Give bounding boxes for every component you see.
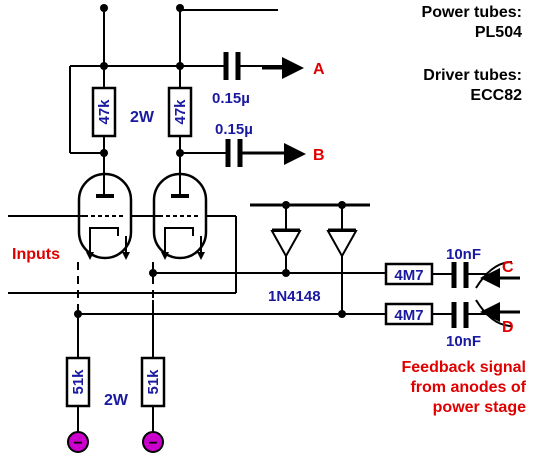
anode-resistor-right: 47k bbox=[167, 86, 193, 138]
negative-supply-left: − bbox=[67, 431, 89, 453]
coupling-capacitor-b bbox=[180, 139, 306, 167]
cap-b-label: 0.15µ bbox=[215, 121, 253, 138]
cathode-resistor-left: 51k bbox=[65, 314, 91, 432]
top-rails bbox=[69, 4, 278, 154]
negative-supply-right: − bbox=[142, 431, 164, 453]
inputs-label: Inputs bbox=[12, 246, 60, 263]
feedback-cap-d-label: 10nF bbox=[446, 333, 481, 350]
feedback-resistor-c-label: 4M7 bbox=[394, 267, 423, 284]
cap-a-label: 0.15µ bbox=[212, 90, 250, 107]
driver-tube-right bbox=[152, 172, 208, 260]
driver-tube-left bbox=[77, 172, 133, 260]
diode-part-label: 1N4148 bbox=[268, 288, 321, 305]
input-c-label: C bbox=[502, 259, 514, 276]
cathode-resistor-power-label: 2W bbox=[104, 392, 129, 409]
driver-tubes-value: ECC82 bbox=[470, 87, 522, 104]
power-tubes-title: Power tubes: bbox=[422, 4, 522, 21]
anode-resistor-left: 47k bbox=[91, 86, 117, 138]
supply-symbol-right: − bbox=[148, 435, 157, 452]
feedback-capacitor-d bbox=[432, 299, 520, 328]
output-b-label: B bbox=[313, 147, 325, 164]
feedback-capacitor-c bbox=[432, 261, 520, 289]
feedback-line-3: power stage bbox=[433, 399, 526, 416]
input-d-label: D bbox=[502, 319, 514, 336]
cathode-resistor-right-label: 51k bbox=[145, 369, 162, 395]
output-a-label: A bbox=[313, 61, 325, 78]
cathode-resistor-left-label: 51k bbox=[70, 369, 87, 395]
diode-1 bbox=[270, 205, 302, 273]
anode-resistor-power-label: 2W bbox=[130, 109, 155, 126]
feedback-resistor-d-label: 4M7 bbox=[394, 307, 423, 324]
power-tubes-value: PL504 bbox=[475, 24, 522, 41]
feedback-cap-c-label: 10nF bbox=[446, 246, 481, 263]
feedback-line-2: from anodes of bbox=[410, 379, 526, 396]
anode-resistor-left-label: 47k bbox=[96, 99, 113, 125]
coupling-capacitor-a bbox=[180, 52, 304, 80]
feedback-resistor-d: 4M7 bbox=[384, 302, 434, 326]
anode-resistor-right-label: 47k bbox=[172, 99, 189, 125]
diode-2 bbox=[326, 205, 358, 314]
supply-symbol-left: − bbox=[73, 435, 82, 452]
feedback-line-1: Feedback signal bbox=[402, 359, 527, 376]
cathode-resistor-right: 51k bbox=[140, 300, 166, 432]
feedback-resistor-c: 4M7 bbox=[384, 262, 434, 286]
driver-tubes-title: Driver tubes: bbox=[423, 67, 522, 84]
